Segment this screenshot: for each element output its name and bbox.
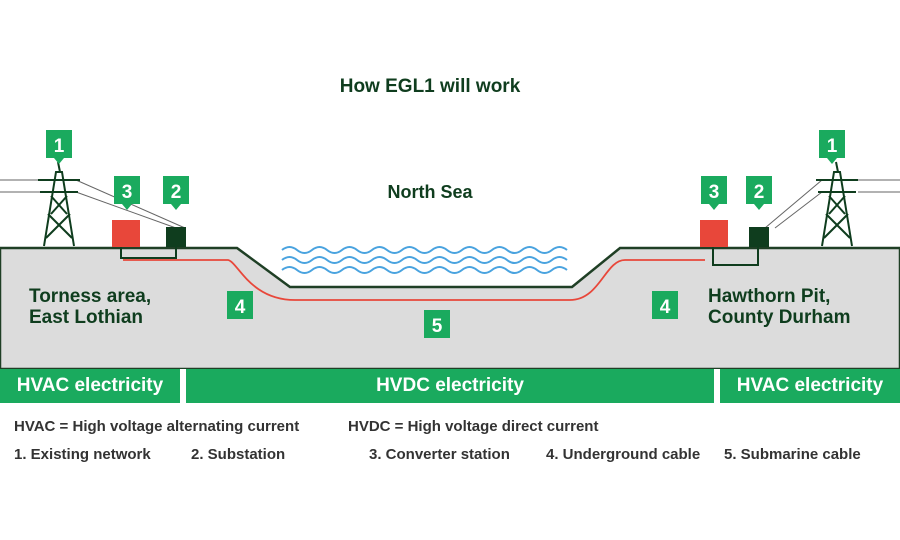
right-site-label-line2: County Durham: [708, 307, 851, 328]
hvdc-cable: [123, 259, 705, 301]
right-site-label-line1: Hawthorn Pit,: [708, 286, 830, 307]
svg-text:2: 2: [754, 182, 765, 203]
band-hvac-right-label: HVAC electricity: [736, 375, 884, 396]
legend-item-underground-cable: 4. Underground cable: [546, 446, 701, 463]
svg-text:5: 5: [432, 316, 443, 337]
station-link-left: [120, 246, 177, 259]
pylon-right-icon: [816, 161, 858, 247]
badge-existing-network-right: 1: [819, 130, 845, 164]
badge-substation-right: 2: [746, 176, 772, 210]
svg-text:1: 1: [827, 136, 838, 157]
badge-submarine-cable: 5: [424, 310, 450, 338]
band-hvac-left: HVAC electricity: [0, 369, 180, 403]
overhead-lines-left: [0, 179, 186, 229]
sea-label: North Sea: [387, 182, 473, 202]
sea-waves: [281, 246, 568, 274]
legend-item-existing-network: 1. Existing network: [14, 446, 151, 463]
legend-hvdc-definition: HVDC = High voltage direct current: [348, 418, 599, 435]
converter-station-left: [112, 220, 140, 247]
left-site-label-line2: East Lothian: [29, 307, 143, 328]
ground-cross-section: [0, 246, 900, 369]
badge-converter-station-right: 3: [701, 176, 727, 210]
substation-left: [166, 227, 186, 247]
badge-substation-left: 2: [163, 176, 189, 210]
legend-hvac-definition: HVAC = High voltage alternating current: [14, 418, 300, 435]
left-site-label-line1: Torness area,: [29, 286, 151, 307]
svg-text:3: 3: [709, 182, 720, 203]
egl1-diagram: 1 3 2 3 2 1 4 5 4 How EGL1 will work Nor…: [0, 76, 900, 369]
overhead-lines-right: [764, 179, 900, 229]
svg-text:3: 3: [122, 182, 133, 203]
substation-right: [749, 227, 769, 247]
badge-underground-cable-right: 4: [652, 291, 678, 319]
badge-underground-cable-left: 4: [227, 291, 253, 319]
legend-item-converter-station: 3. Converter station: [369, 446, 510, 463]
band-hvdc: HVDC electricity: [186, 369, 714, 403]
band-hvdc-label: HVDC electricity: [376, 375, 524, 396]
svg-text:2: 2: [171, 182, 182, 203]
station-link-right: [712, 246, 759, 266]
legend-item-submarine-cable: 5. Submarine cable: [724, 446, 861, 463]
badge-existing-network-left: 1: [46, 130, 72, 164]
svg-text:4: 4: [235, 297, 246, 318]
diagram-title: How EGL1 will work: [340, 76, 521, 97]
converter-station-right: [700, 220, 728, 247]
svg-text:4: 4: [660, 297, 671, 318]
svg-text:1: 1: [54, 136, 65, 157]
badge-converter-station-left: 3: [114, 176, 140, 210]
pylon-left-icon: [38, 161, 80, 247]
band-hvac-right: HVAC electricity: [720, 369, 900, 403]
legend-item-substation: 2. Substation: [191, 446, 286, 463]
band-hvac-left-label: HVAC electricity: [16, 375, 164, 396]
